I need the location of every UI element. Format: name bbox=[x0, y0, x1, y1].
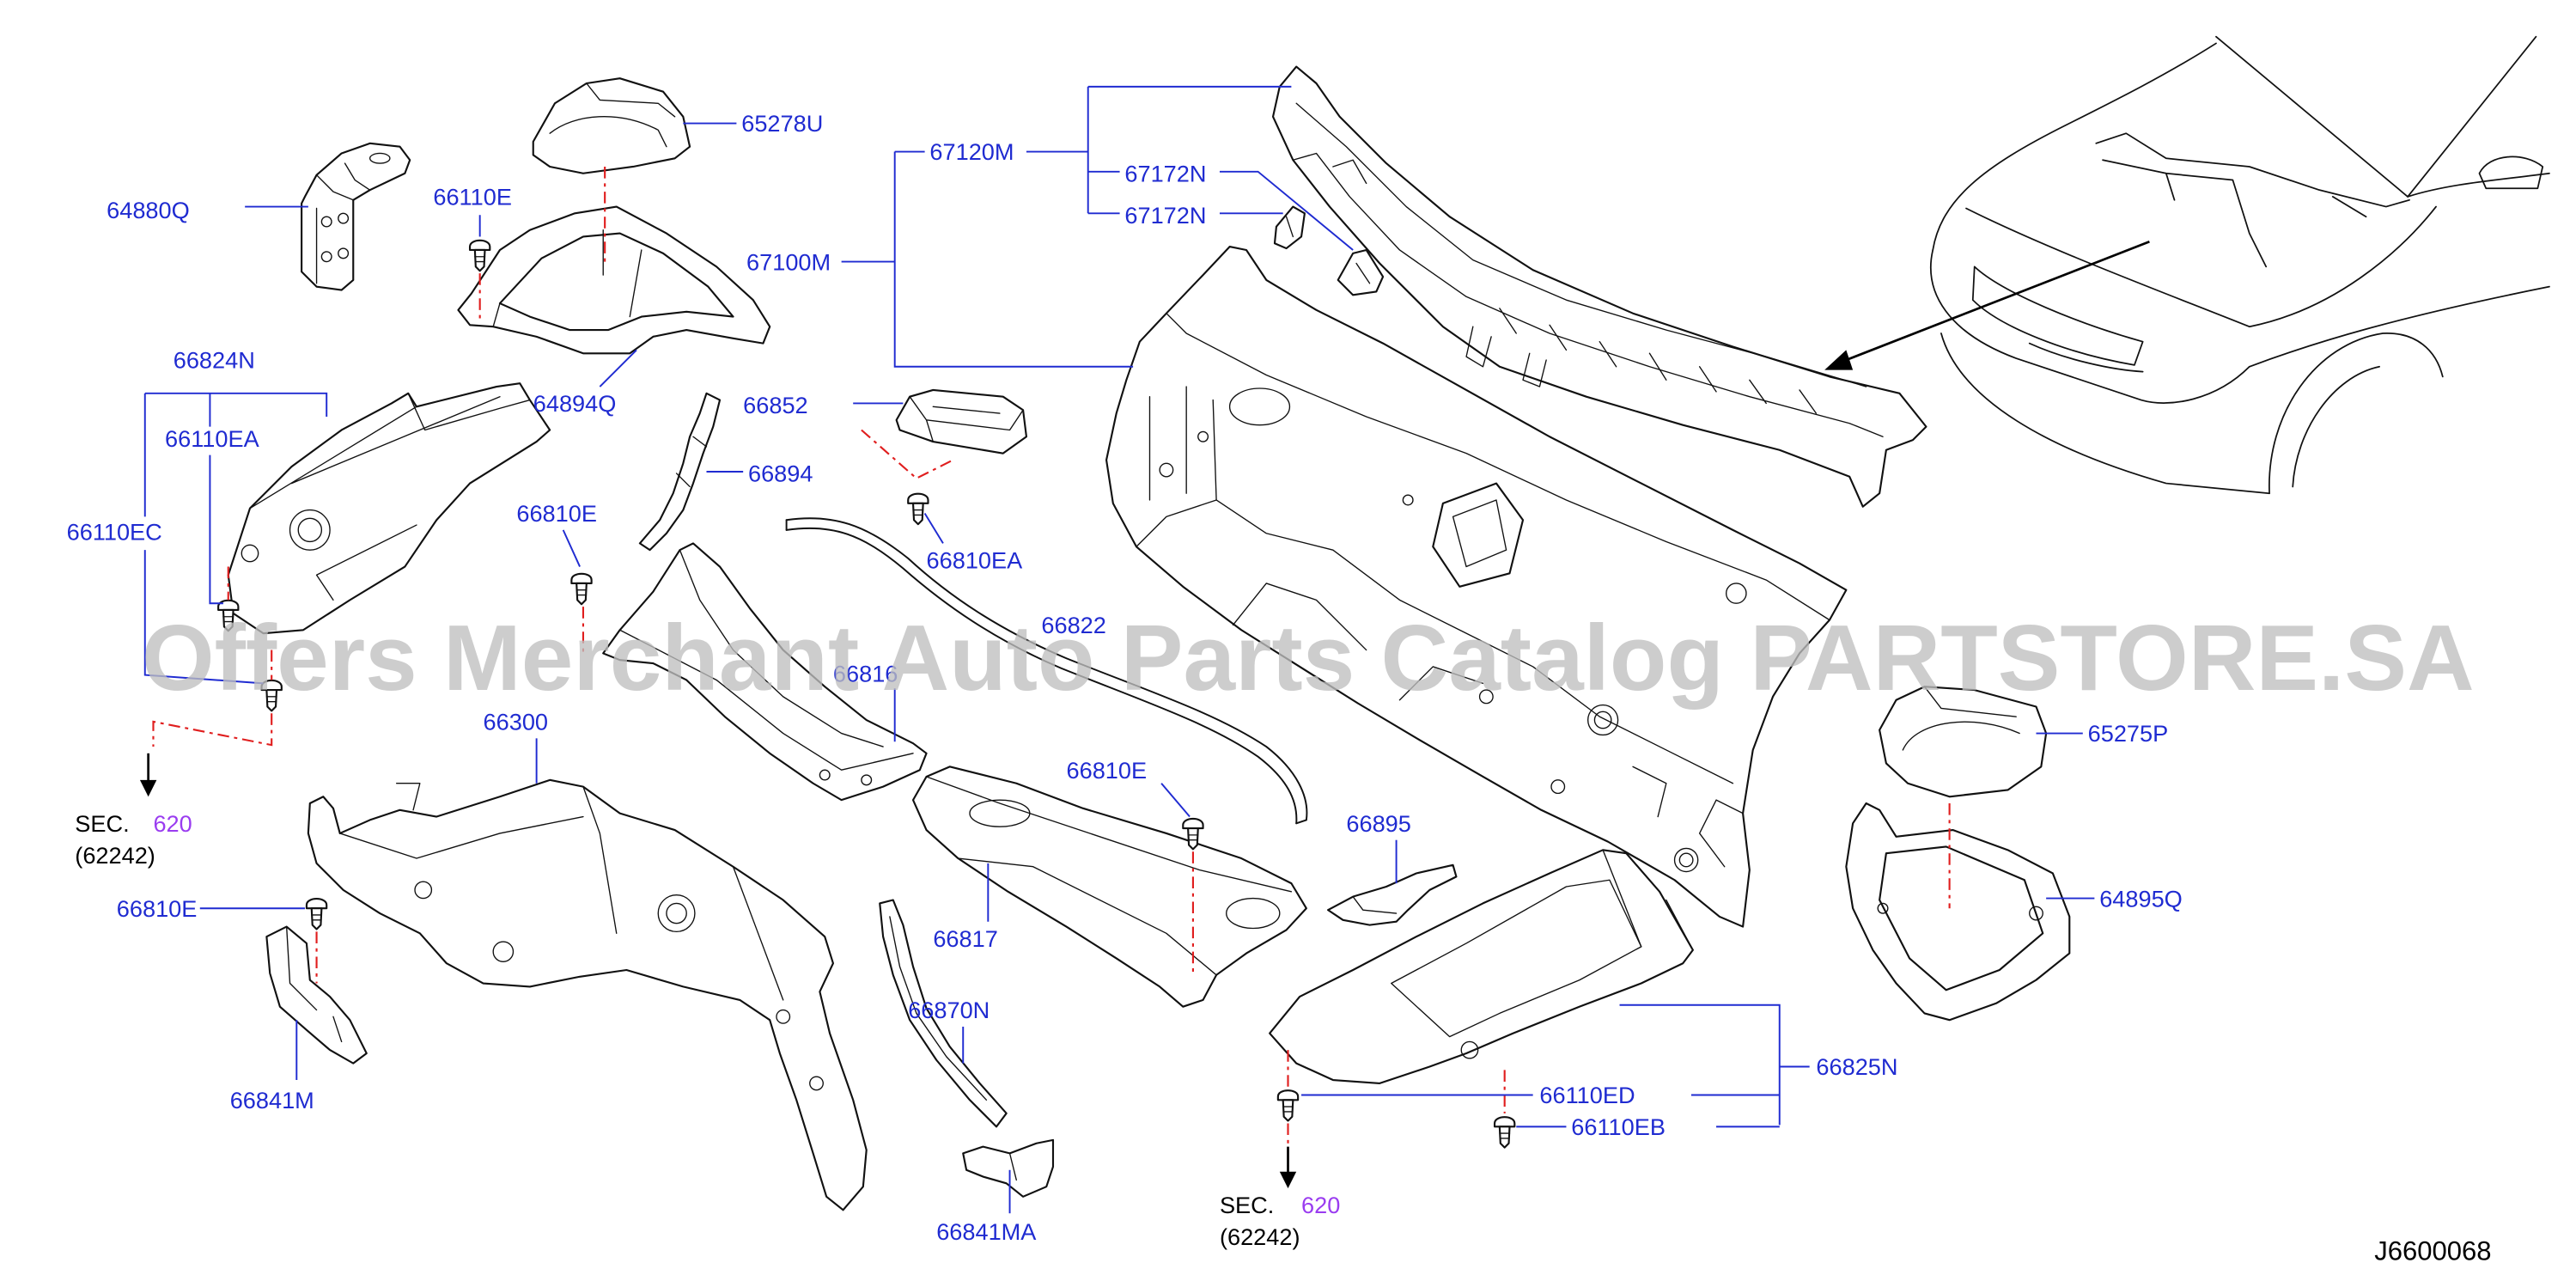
callout-65275P[interactable]: 65275P bbox=[2088, 720, 2169, 747]
section-reference-right[interactable]: SEC. 620 (62242) bbox=[1220, 1192, 1340, 1250]
section-arrow-left bbox=[139, 753, 157, 797]
callout-66110EB[interactable]: 66110EB bbox=[1571, 1113, 1666, 1140]
clip-66810E-lower-icon bbox=[305, 898, 328, 930]
callout-66810E-upper[interactable]: 66810E bbox=[516, 500, 597, 527]
part-bracket-64880Q bbox=[301, 142, 411, 291]
part-strip-66894 bbox=[638, 392, 722, 552]
section-arrow-right bbox=[1279, 1146, 1297, 1189]
part-cowl-side-66816 bbox=[602, 542, 928, 802]
section-prefix: SEC. bbox=[75, 810, 129, 837]
callout-66824N[interactable]: 66824N bbox=[174, 347, 255, 374]
part-strip-66870N bbox=[879, 899, 1008, 1128]
section-reference-left[interactable]: SEC. 620 (62242) bbox=[75, 810, 192, 869]
callout-66110EA[interactable]: 66110EA bbox=[165, 425, 260, 452]
callout-66825N[interactable]: 66825N bbox=[1816, 1053, 1897, 1080]
callout-66110E[interactable]: 66110E bbox=[433, 184, 512, 210]
callout-66841MA[interactable]: 66841MA bbox=[936, 1218, 1037, 1245]
vehicle-overview-illustration bbox=[1929, 35, 2550, 495]
section-number-link[interactable]: 620 bbox=[153, 810, 192, 837]
callout-65278U[interactable]: 65278U bbox=[741, 110, 823, 137]
part-cover-65278U bbox=[532, 77, 691, 174]
assembly-guide-lines bbox=[152, 166, 1951, 1167]
part-cowl-bracket-b bbox=[1337, 248, 1385, 296]
callout-64880Q[interactable]: 64880Q bbox=[107, 197, 190, 223]
callout-66816[interactable]: 66816 bbox=[833, 660, 898, 686]
callout-66894[interactable]: 66894 bbox=[748, 461, 813, 487]
callout-66870N[interactable]: 66870N bbox=[908, 997, 990, 1023]
callout-66300[interactable]: 66300 bbox=[484, 709, 548, 735]
callout-64895Q[interactable]: 64895Q bbox=[2099, 885, 2183, 912]
callout-66110ED[interactable]: 66110ED bbox=[1539, 1082, 1635, 1108]
callout-67172N-lower[interactable]: 67172N bbox=[1124, 202, 1206, 229]
part-duct-66852 bbox=[895, 388, 1028, 454]
clip-66110ED-icon bbox=[1276, 1089, 1300, 1122]
callout-66822[interactable]: 66822 bbox=[1041, 612, 1105, 638]
part-cover-65275P bbox=[1879, 686, 2048, 798]
callout-66817[interactable]: 66817 bbox=[933, 925, 997, 952]
clip-66110EB-icon bbox=[1493, 1116, 1516, 1149]
section-number-link[interactable]: 620 bbox=[1301, 1192, 1340, 1218]
part-bracket-66895 bbox=[1326, 863, 1458, 926]
clip-66110E-icon bbox=[468, 239, 491, 272]
callout-67120M[interactable]: 67120M bbox=[929, 138, 1014, 165]
diagram-reference-code: J6600068 bbox=[2374, 1236, 2491, 1266]
part-dash-panel bbox=[1105, 246, 1848, 928]
callout-67172N-upper[interactable]: 67172N bbox=[1124, 160, 1206, 186]
clip-66810EA-icon bbox=[907, 492, 929, 526]
callout-64894Q[interactable]: 64894Q bbox=[533, 390, 617, 417]
part-insulator-66824N bbox=[227, 382, 551, 635]
part-panel-66300 bbox=[307, 778, 868, 1211]
part-frame-64894Q bbox=[457, 205, 771, 355]
section-prefix: SEC. bbox=[1220, 1192, 1274, 1218]
callout-66810E-right[interactable]: 66810E bbox=[1067, 757, 1148, 784]
callout-66110EC[interactable]: 66110EC bbox=[67, 519, 162, 546]
section-subreference: (62242) bbox=[1220, 1223, 1300, 1250]
callout-66841M[interactable]: 66841M bbox=[230, 1087, 314, 1113]
part-cowl-top-panel bbox=[1271, 65, 1927, 508]
callout-66852[interactable]: 66852 bbox=[743, 392, 807, 418]
part-cowl-bracket-a bbox=[1273, 205, 1306, 250]
part-bracket-66841M bbox=[265, 925, 368, 1065]
part-bracket-66841MA bbox=[962, 1138, 1055, 1198]
section-subreference: (62242) bbox=[75, 842, 155, 869]
part-seal-66822 bbox=[785, 517, 1308, 825]
clip-66810E-upper-icon bbox=[570, 572, 593, 606]
view-direction-arrow bbox=[1824, 241, 2150, 370]
part-insulator-66825N bbox=[1269, 849, 1694, 1084]
callout-leader-lines bbox=[143, 85, 2095, 1214]
part-cowl-top-66817 bbox=[911, 766, 1307, 1008]
part-frame-64895Q bbox=[1845, 802, 2071, 1022]
callout-66895[interactable]: 66895 bbox=[1346, 810, 1410, 837]
watermark: Offers Merchant Auto Parts Catalog PARTS… bbox=[142, 607, 2475, 711]
callout-66810E-lower[interactable]: 66810E bbox=[117, 895, 198, 922]
callout-66810EA[interactable]: 66810EA bbox=[927, 546, 1024, 573]
callout-67100M[interactable]: 67100M bbox=[746, 248, 831, 275]
